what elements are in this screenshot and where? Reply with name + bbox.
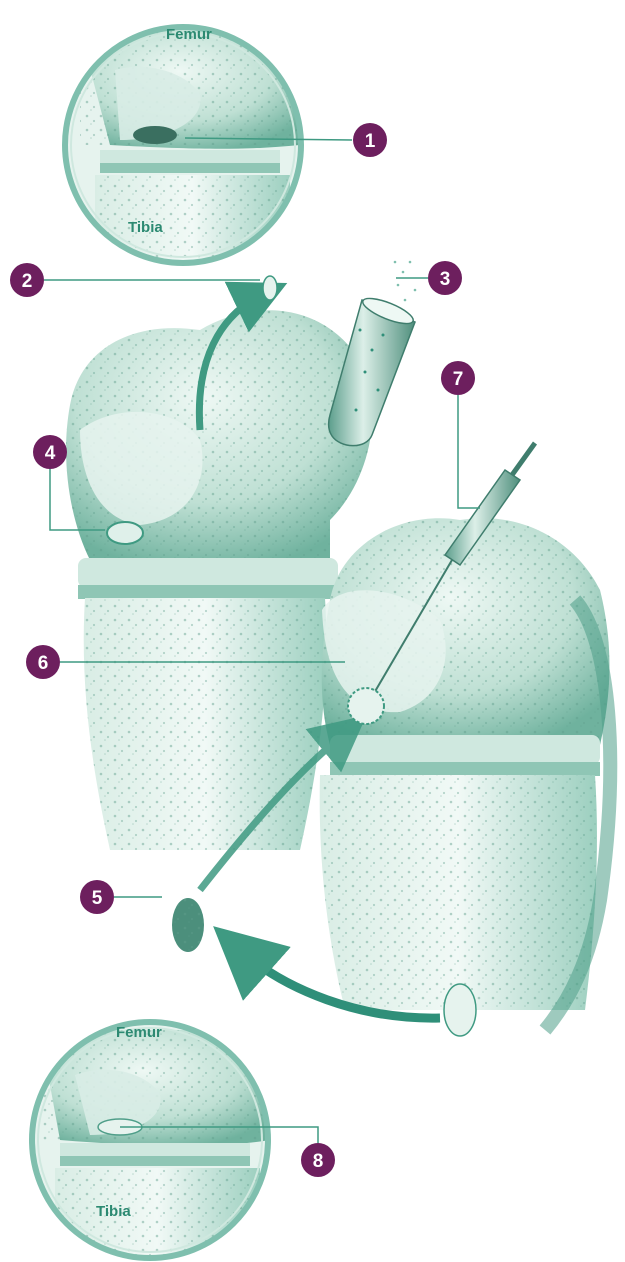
callout-1-number: 1 (365, 131, 376, 152)
callout-3-number: 3 (440, 269, 451, 290)
bottom-femur-label: Femur (116, 1024, 162, 1041)
callout-4-number: 4 (45, 443, 56, 464)
bottom-inset: Femur Tibia (32, 1022, 270, 1262)
bottom-tibia-label: Tibia (96, 1203, 131, 1220)
top-femur-label: Femur (166, 26, 212, 43)
callout-8-number: 8 (313, 1151, 324, 1172)
right-knee (320, 518, 611, 1030)
implanted-site (348, 688, 384, 724)
callout-2-number: 2 (22, 271, 33, 292)
harvested-plug (263, 276, 277, 300)
callout-5: 5 (80, 880, 114, 914)
leader-7 (458, 395, 480, 508)
top-tibia-label: Tibia (128, 219, 163, 236)
callout-5-number: 5 (92, 888, 103, 909)
left-knee (66, 310, 372, 850)
callout-7-number: 7 (453, 369, 464, 390)
callout-2: 2 (10, 263, 44, 297)
top-inset: Femur Tibia (65, 26, 301, 270)
callout-4: 4 (33, 435, 67, 469)
callout-6-number: 6 (38, 653, 49, 674)
callout-8: 8 (301, 1143, 335, 1177)
callout-6: 6 (26, 645, 60, 679)
periosteum-donor-site (444, 984, 476, 1036)
callout-1: 1 (353, 123, 387, 157)
callout-7: 7 (441, 361, 475, 395)
callout-3: 3 (428, 261, 462, 295)
